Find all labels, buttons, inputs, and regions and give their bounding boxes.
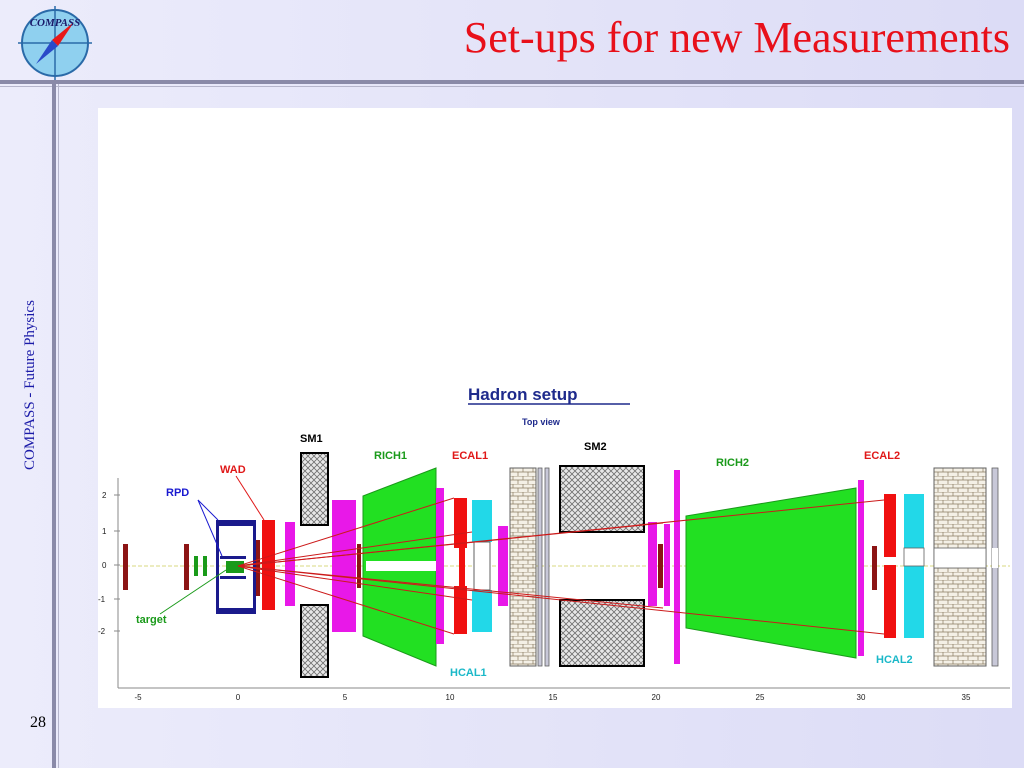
hadron-setup-diagram: Hadron setup Top view 2 1 0 -1 -2 -5 0 5… [98,385,1010,702]
beam-detector-4 [203,556,207,576]
ecal1-inner [459,548,465,586]
compass-logo: COMPASS [18,6,92,80]
ecal2-absorber [872,546,877,590]
rpd-pointer-outer [197,499,219,521]
muon-wall-1 [509,467,537,667]
hcal1-label: HCAL1 [450,667,487,679]
muon-wall-1-detector-a [537,467,543,667]
ecal1-label: ECAL1 [452,450,488,462]
slide-title: Set-ups for new Measurements [463,13,1010,62]
x-tick-30: 30 [857,693,866,702]
rich2-label: RICH2 [716,457,749,469]
beam-detector-2 [184,544,189,590]
beam-detector-1 [123,544,128,590]
x-tick-0: 0 [236,693,241,702]
beam-detector-3 [194,556,198,576]
pre-sm1-detector [285,522,295,606]
x-tick-neg5: -5 [134,693,142,702]
sm1-beam-detector [357,544,361,588]
ecal2-hole [884,557,896,565]
diagram-subtitle: Top view [522,417,561,427]
sm1-lower-yoke [300,604,329,678]
rich2-entry-detector [674,470,680,664]
header-divider-thin [0,86,1024,87]
x-tick-10: 10 [446,693,455,702]
wad-detector [262,520,275,610]
hcal1-lower [472,590,492,632]
y-tick-neg2: -2 [98,627,106,636]
rpd-outer-right [253,526,256,608]
x-tick-20: 20 [652,693,661,702]
left-divider-thin [58,84,59,768]
ecal1-upper [454,498,467,548]
hcal1-upper [472,500,492,542]
x-tick-5: 5 [343,693,348,702]
post-sm1-detector [332,500,356,632]
y-tick-2: 2 [102,491,107,500]
sm2-lower-yoke [559,599,645,667]
sm1-label: SM1 [300,433,323,445]
diagram-title: Hadron setup [468,385,578,404]
rpd-inner-top [220,556,246,559]
x-tick-labels: -5 0 5 10 15 20 25 30 35 [134,693,971,702]
rpd-outer-left [216,526,219,608]
y-tick-1: 1 [102,527,107,536]
particle-tracks [237,497,885,635]
x-tick-25: 25 [756,693,765,702]
rpd-inner-bottom [220,576,246,579]
x-tick-15: 15 [549,693,558,702]
target-cell [226,561,244,573]
side-caption: COMPASS - Future Physics [22,300,38,470]
rpd-outer-top [216,520,256,526]
rpd-pointer-inner [197,499,223,557]
hcal1-hole [473,541,491,591]
target-label: target [136,614,167,626]
hcal2-hole [903,547,925,567]
wad-label: WAD [220,464,246,476]
hcal2-label: HCAL2 [876,654,913,666]
ecal2-detector [884,494,896,638]
page-number: 28 [30,714,46,731]
rich1-label: RICH1 [374,450,407,462]
muon-wall-2-hole [933,547,987,569]
rich1-beam-pipe [366,561,436,571]
x-tick-35: 35 [962,693,971,702]
sm2-upper-yoke [559,465,645,533]
post-sm2-detector-a [648,522,657,606]
post-sm2-detector-b [664,524,670,606]
rich2-vessel [685,487,857,659]
logo-text: COMPASS [30,17,81,29]
muon-wall-2-detector-hole [992,548,998,568]
post-hcal1-detector [498,526,508,606]
y-tick-0: 0 [102,561,107,570]
header-divider [0,80,1024,84]
ecal1-lower [454,586,467,634]
left-divider [52,84,56,768]
target-pointer [159,569,227,615]
wad-pointer [235,475,265,521]
rpd-label: RPD [166,487,189,499]
rich1-exit-detector [436,488,444,644]
sm2-label: SM2 [584,441,607,453]
rpd-outer-bottom [216,608,256,614]
rich2-exit-detector [858,480,864,656]
muon-wall-1-detector-b [544,467,550,667]
post-sm2-absorber [658,544,663,588]
y-tick-neg1: -1 [98,595,106,604]
y-tick-labels: 2 1 0 -1 -2 [98,491,120,636]
sm1-upper-yoke [300,452,329,526]
ecal2-label: ECAL2 [864,450,900,462]
